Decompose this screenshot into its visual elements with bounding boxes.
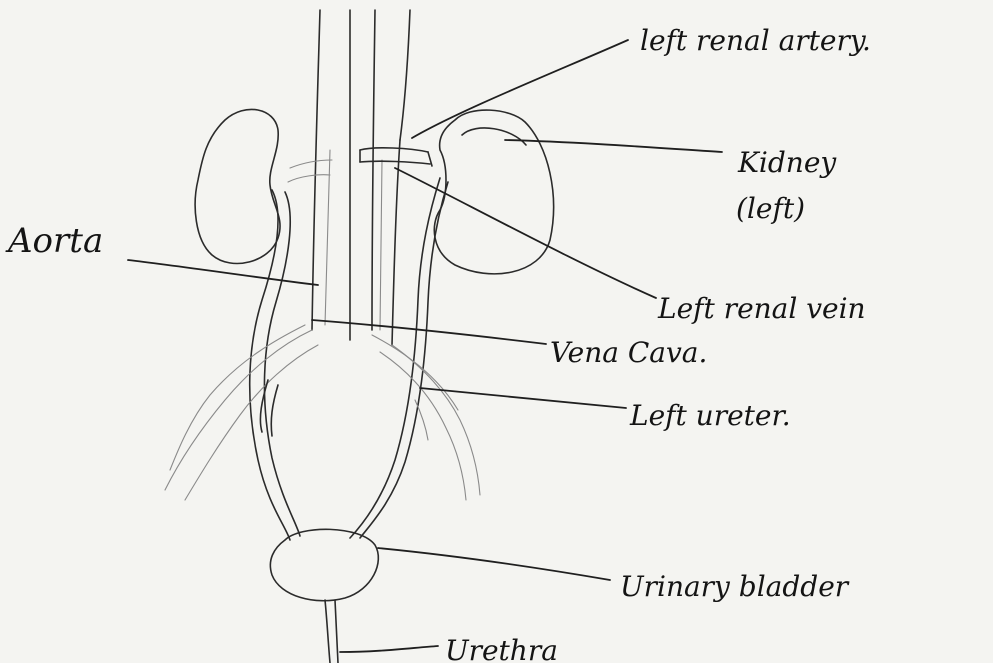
label-left-renal-vein: Left renal vein xyxy=(657,292,866,325)
leader-urethra xyxy=(340,646,438,652)
urethra xyxy=(325,600,338,663)
renal-vessels xyxy=(288,148,432,182)
iliac-vessels xyxy=(165,325,480,500)
leader-left-renal-artery xyxy=(412,40,628,138)
label-kidney: Kidney xyxy=(737,146,837,179)
label-left-ureter: Left ureter. xyxy=(629,399,791,432)
label-aorta: Aorta xyxy=(5,221,103,261)
labels: left renal artery. Kidney (left) Aorta L… xyxy=(5,24,871,663)
label-kidney-side: (left) xyxy=(736,192,805,225)
kidney-left xyxy=(434,110,553,274)
label-vena-cava: Vena Cava. xyxy=(550,336,707,369)
label-urinary-bladder: Urinary bladder xyxy=(620,570,850,603)
leader-kidney xyxy=(505,140,722,152)
urinary-bladder xyxy=(270,529,378,600)
label-urethra: Urethra xyxy=(445,634,558,663)
kidney-right xyxy=(195,109,280,263)
leader-aorta xyxy=(128,260,318,285)
leader-vena-cava xyxy=(312,320,546,344)
leader-urinary-bladder xyxy=(378,548,610,580)
label-left-renal-artery: left renal artery. xyxy=(640,24,871,57)
vessel-trunk xyxy=(312,10,410,345)
